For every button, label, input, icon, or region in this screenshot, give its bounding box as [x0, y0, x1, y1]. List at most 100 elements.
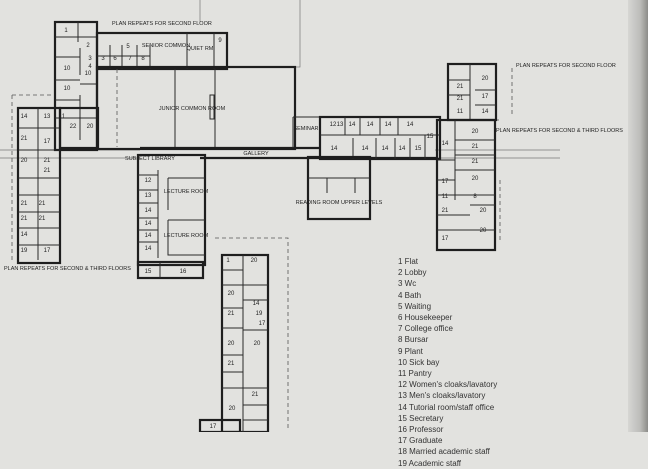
room-number: 14 [399, 146, 406, 152]
legend-item: 4 Bath [398, 290, 422, 300]
room-number: 14 [331, 146, 338, 152]
room-number: 21 [457, 84, 464, 90]
room-number: 17 [442, 236, 449, 242]
legend-item: 1 Flat [398, 257, 419, 266]
room-number: 20 [472, 129, 479, 135]
room-number: 21 [21, 216, 28, 222]
room-number: 14 [362, 146, 369, 152]
note-right-top: PLAN REPEATS FOR SECOND FLOOR [516, 63, 616, 69]
left-wing [16, 106, 100, 265]
room-number: 14 [442, 141, 449, 147]
note-right-mid: PLAN REPEATS FOR SECOND & THIRD FLOORS [496, 128, 623, 134]
room-number: 9 [218, 38, 222, 44]
room-number: 14 [21, 114, 28, 120]
legend-item: 19 Academic staff [398, 458, 461, 468]
right-wing [435, 62, 498, 252]
room-labels: SENIOR COMMON QUIET RM JUNIOR COMMON ROO… [125, 43, 383, 239]
room-number: 14 [385, 122, 392, 128]
label-lecture-room-1: LECTURE ROOM [164, 189, 209, 195]
room-number: 21 [44, 168, 51, 174]
reading-room [306, 155, 372, 221]
legend-item: 17 Graduate [398, 436, 443, 446]
room-number: 15 [427, 134, 434, 140]
legend-item: 14 Tutorial room/staff office [398, 402, 495, 412]
room-number: 21 [472, 144, 479, 150]
room-number: 2 [86, 43, 90, 49]
room-number: 10 [64, 86, 71, 92]
room-number: 19 [21, 248, 28, 254]
room-number: 20 [254, 341, 261, 347]
room-number: 20 [251, 258, 258, 264]
legend-item: 3 Wc [398, 279, 417, 289]
room-number: 21 [228, 361, 235, 367]
room-number: 20 [480, 208, 487, 214]
note-left: PLAN REPEATS FOR SECOND & THIRD FLOORS [4, 266, 131, 272]
room-number: 1 [64, 28, 68, 34]
room-number: 21 [39, 201, 46, 207]
label-gallery: GALLERY [243, 151, 269, 157]
room-number: 6 [113, 56, 117, 62]
room-number: 22 [70, 124, 77, 130]
room-number: 17 [44, 139, 51, 145]
room-number: 8 [473, 194, 477, 200]
room-number: 21 [21, 136, 28, 142]
room-number: 21 [457, 96, 464, 102]
room-number: 15 [415, 146, 422, 152]
room-number: 17 [44, 248, 51, 254]
room-number: 14 [253, 301, 260, 307]
room-number: 4 [88, 64, 92, 70]
label-senior-common: SENIOR COMMON [142, 43, 190, 49]
legend-item: 13 Men's cloaks/lavatory [398, 391, 486, 401]
room-number: 19 [256, 311, 263, 317]
admin-block [53, 20, 297, 152]
room-number: 13 [337, 122, 344, 128]
room-number: 14 [145, 208, 152, 214]
room-number: 17 [259, 321, 266, 327]
label-lecture-room-2: LECTURE ROOM [164, 233, 209, 239]
label-reading-room: READING ROOM UPPER LEVELS [296, 200, 383, 206]
room-number: 12 [145, 178, 152, 184]
room-number: 8 [141, 56, 145, 62]
tutorial-wing [318, 115, 442, 161]
bottom-wing [198, 253, 270, 432]
room-number: 21 [252, 392, 259, 398]
room-number: 14 [482, 109, 489, 115]
floor-plan: PLAN REPEATS FOR SECOND FLOOR PLAN REPEA… [0, 0, 623, 432]
room-number: 17 [482, 94, 489, 100]
legend-item: 10 Sick bay [398, 357, 440, 367]
plan-notes: PLAN REPEATS FOR SECOND FLOOR PLAN REPEA… [4, 21, 623, 272]
label-subject-library: SUBJECT LIBRARY [125, 156, 175, 162]
room-number: 20 [21, 158, 28, 164]
room-number: 3 [101, 56, 105, 62]
room-number: 11 [442, 194, 449, 200]
room-number: 21 [39, 216, 46, 222]
room-number: 20 [87, 124, 94, 130]
room-number: 17 [442, 179, 449, 185]
room-number: 20 [480, 228, 487, 234]
legend-item: 6 Housekeeper [398, 313, 453, 323]
room-number: 21 [472, 159, 479, 165]
room-number: 16 [180, 269, 187, 275]
room-number: 21 [228, 311, 235, 317]
label-junior-common: JUNIOR COMMON ROOM [159, 106, 226, 112]
lecture-block [136, 153, 207, 280]
room-number: 20 [228, 291, 235, 297]
room-number: 21 [442, 208, 449, 214]
legend-item: 16 Professor [398, 425, 444, 435]
legend-item: 7 College office [398, 324, 453, 334]
legend-item: 12 Women's cloaks/lavatory [398, 380, 498, 390]
room-number: 20 [228, 341, 235, 347]
legend-item: 9 Plant [398, 346, 423, 356]
gallery [140, 116, 438, 160]
room-number: 14 [21, 232, 28, 238]
room-number: 14 [349, 122, 356, 128]
room-number: 14 [145, 246, 152, 252]
room-number: 11 [59, 114, 66, 120]
legend-item: 11 Pantry [398, 369, 432, 379]
note-top: PLAN REPEATS FOR SECOND FLOOR [112, 21, 212, 27]
room-number: 14 [145, 221, 152, 227]
legend-item: 5 Waiting [398, 301, 432, 311]
legend-item: 15 Secretary [398, 413, 444, 423]
